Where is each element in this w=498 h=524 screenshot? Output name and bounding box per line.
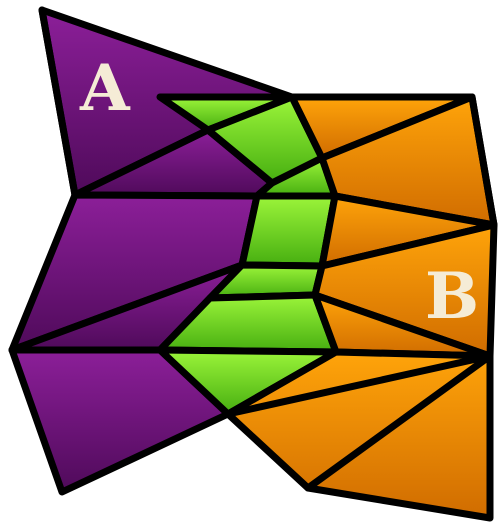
label-b: B <box>425 259 479 334</box>
label-a: A <box>79 51 131 126</box>
